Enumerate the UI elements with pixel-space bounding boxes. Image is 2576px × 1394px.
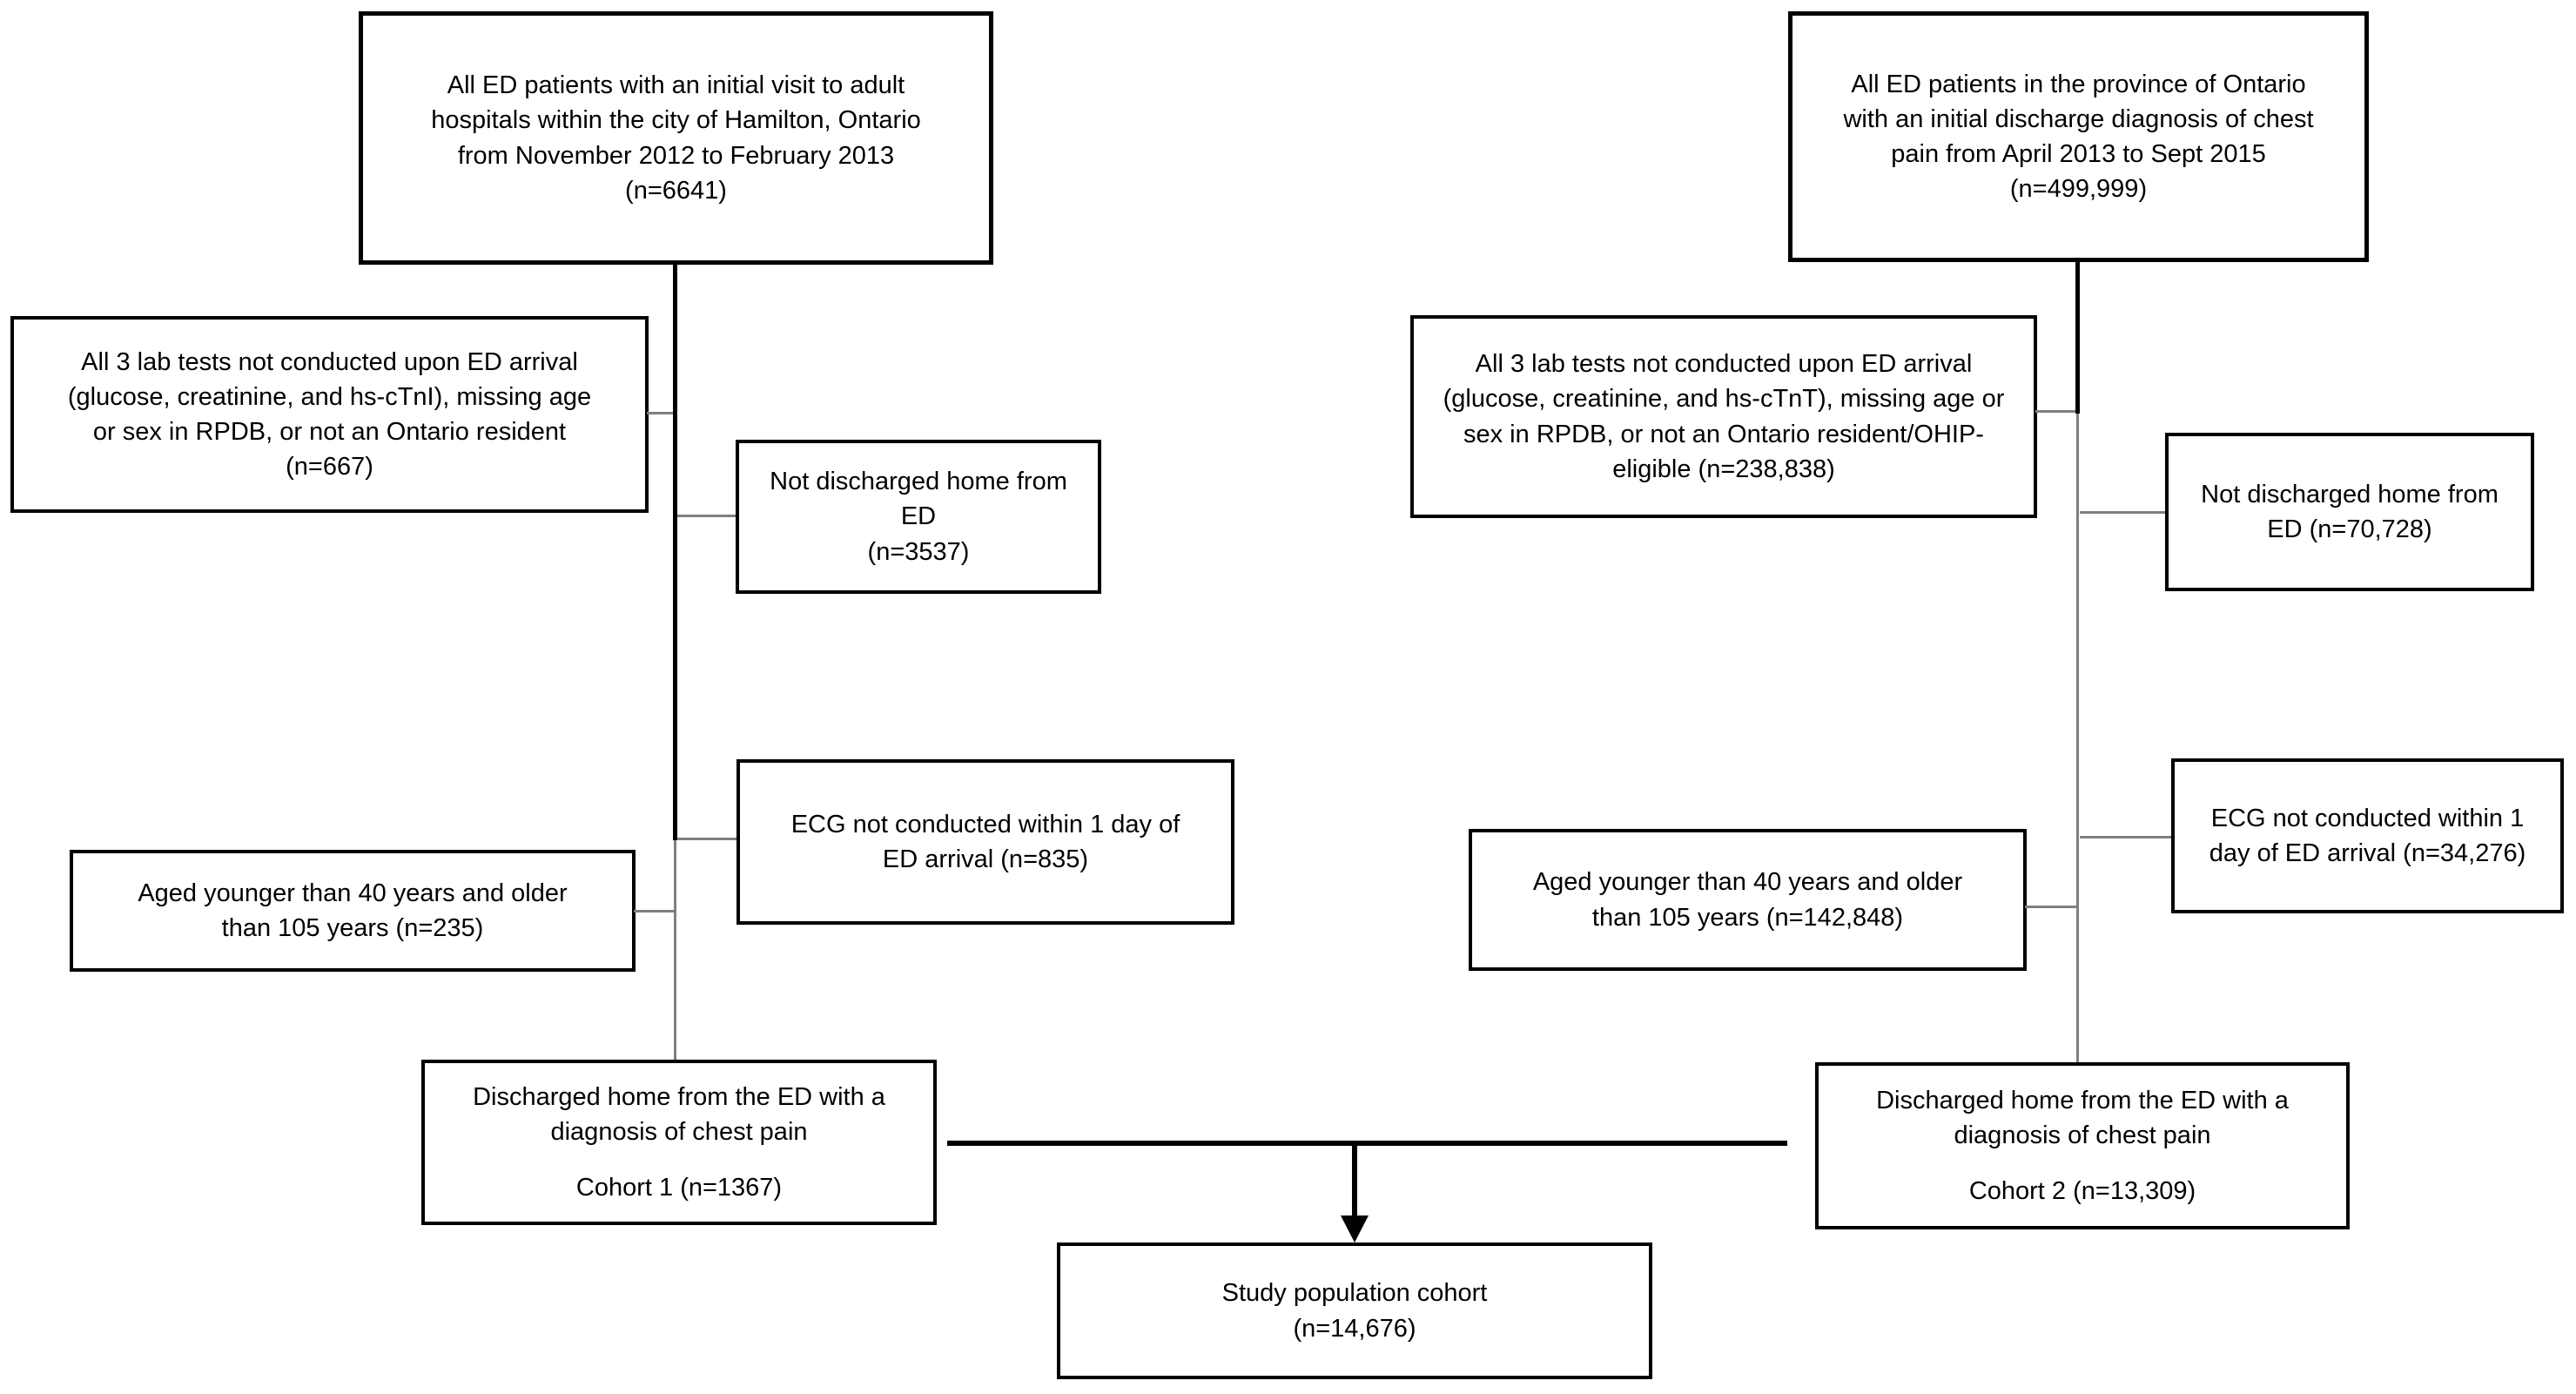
box-cohort-1: Discharged home from the ED with a diagn… [421, 1060, 937, 1225]
connector-vertical-right-upper [2075, 260, 2080, 414]
connector-stub-ecg-left [677, 838, 736, 840]
merge-arrow-head-icon [1341, 1216, 1369, 1242]
box-source-ontario: All ED patients in the province of Ontar… [1788, 11, 2369, 262]
box-exclusion-labs-left-text: All 3 lab tests not conducted upon ED ar… [67, 347, 592, 482]
connector-stub-not-discharged-right [2080, 511, 2165, 514]
box-exclusion-not-discharged-right: Not discharged home from ED (n=70,728) [2165, 433, 2534, 591]
connector-vertical-left-upper [673, 263, 677, 840]
box-exclusion-labs-right-text: All 3 lab tests not conducted upon ED ar… [1443, 350, 2005, 483]
box-exclusion-age-right: Aged younger than 40 years and older tha… [1469, 829, 2027, 971]
box-exclusion-ecg-left-text: ECG not conducted within 1 day of ED arr… [790, 810, 1180, 873]
box-cohort-2-label: Cohort 2 (n=13,309) [1968, 1177, 2196, 1205]
box-study-population-text: Study population cohort (n=14,676) [1221, 1279, 1488, 1343]
connector-stub-age-left [634, 910, 674, 912]
box-exclusion-not-discharged-right-text: Not discharged home from ED (n=70,728) [2201, 480, 2499, 543]
connector-stub-age-right [2025, 906, 2076, 908]
connector-stub-labs-left [647, 412, 673, 414]
connector-stub-not-discharged-left [677, 515, 736, 517]
box-exclusion-not-discharged-left-text: Not discharged home from ED (n=3537) [770, 468, 1067, 566]
box-exclusion-age-left-text: Aged younger than 40 years and older tha… [138, 879, 568, 942]
merge-arrow-stem [1352, 1146, 1357, 1217]
box-exclusion-ecg-right: ECG not conducted within 1 day of ED arr… [2171, 758, 2564, 913]
box-exclusion-age-right-text: Aged younger than 40 years and older tha… [1532, 868, 1963, 932]
connector-vertical-left-lower [674, 840, 676, 1060]
connector-vertical-right-lower [2076, 414, 2079, 1062]
box-exclusion-not-discharged-left: Not discharged home from ED (n=3537) [736, 440, 1101, 594]
box-study-population: Study population cohort (n=14,676) [1057, 1242, 1652, 1379]
box-exclusion-labs-left: All 3 lab tests not conducted upon ED ar… [10, 316, 649, 513]
box-cohort-2-text: Discharged home from the ED with a diagn… [1876, 1086, 2289, 1149]
box-cohort-1-label: Cohort 1 (n=1367) [575, 1174, 783, 1202]
box-source-hamilton: All ED patients with an initial visit to… [359, 11, 993, 265]
connector-merge-horizontal [947, 1141, 1787, 1146]
box-exclusion-ecg-right-text: ECG not conducted within 1 day of ED arr… [2209, 804, 2526, 867]
box-exclusion-age-left: Aged younger than 40 years and older tha… [70, 850, 636, 972]
box-cohort-1-text: Discharged home from the ED with a diagn… [473, 1082, 885, 1146]
box-source-ontario-text: All ED patients in the province of Ontar… [1843, 70, 2314, 204]
connector-stub-labs-right [2035, 410, 2075, 413]
box-cohort-2: Discharged home from the ED with a diagn… [1815, 1062, 2350, 1229]
box-exclusion-labs-right: All 3 lab tests not conducted upon ED ar… [1410, 315, 2037, 518]
box-source-hamilton-text: All ED patients with an initial visit to… [431, 71, 921, 205]
connector-stub-ecg-right [2080, 836, 2171, 838]
box-exclusion-ecg-left: ECG not conducted within 1 day of ED arr… [736, 759, 1234, 925]
